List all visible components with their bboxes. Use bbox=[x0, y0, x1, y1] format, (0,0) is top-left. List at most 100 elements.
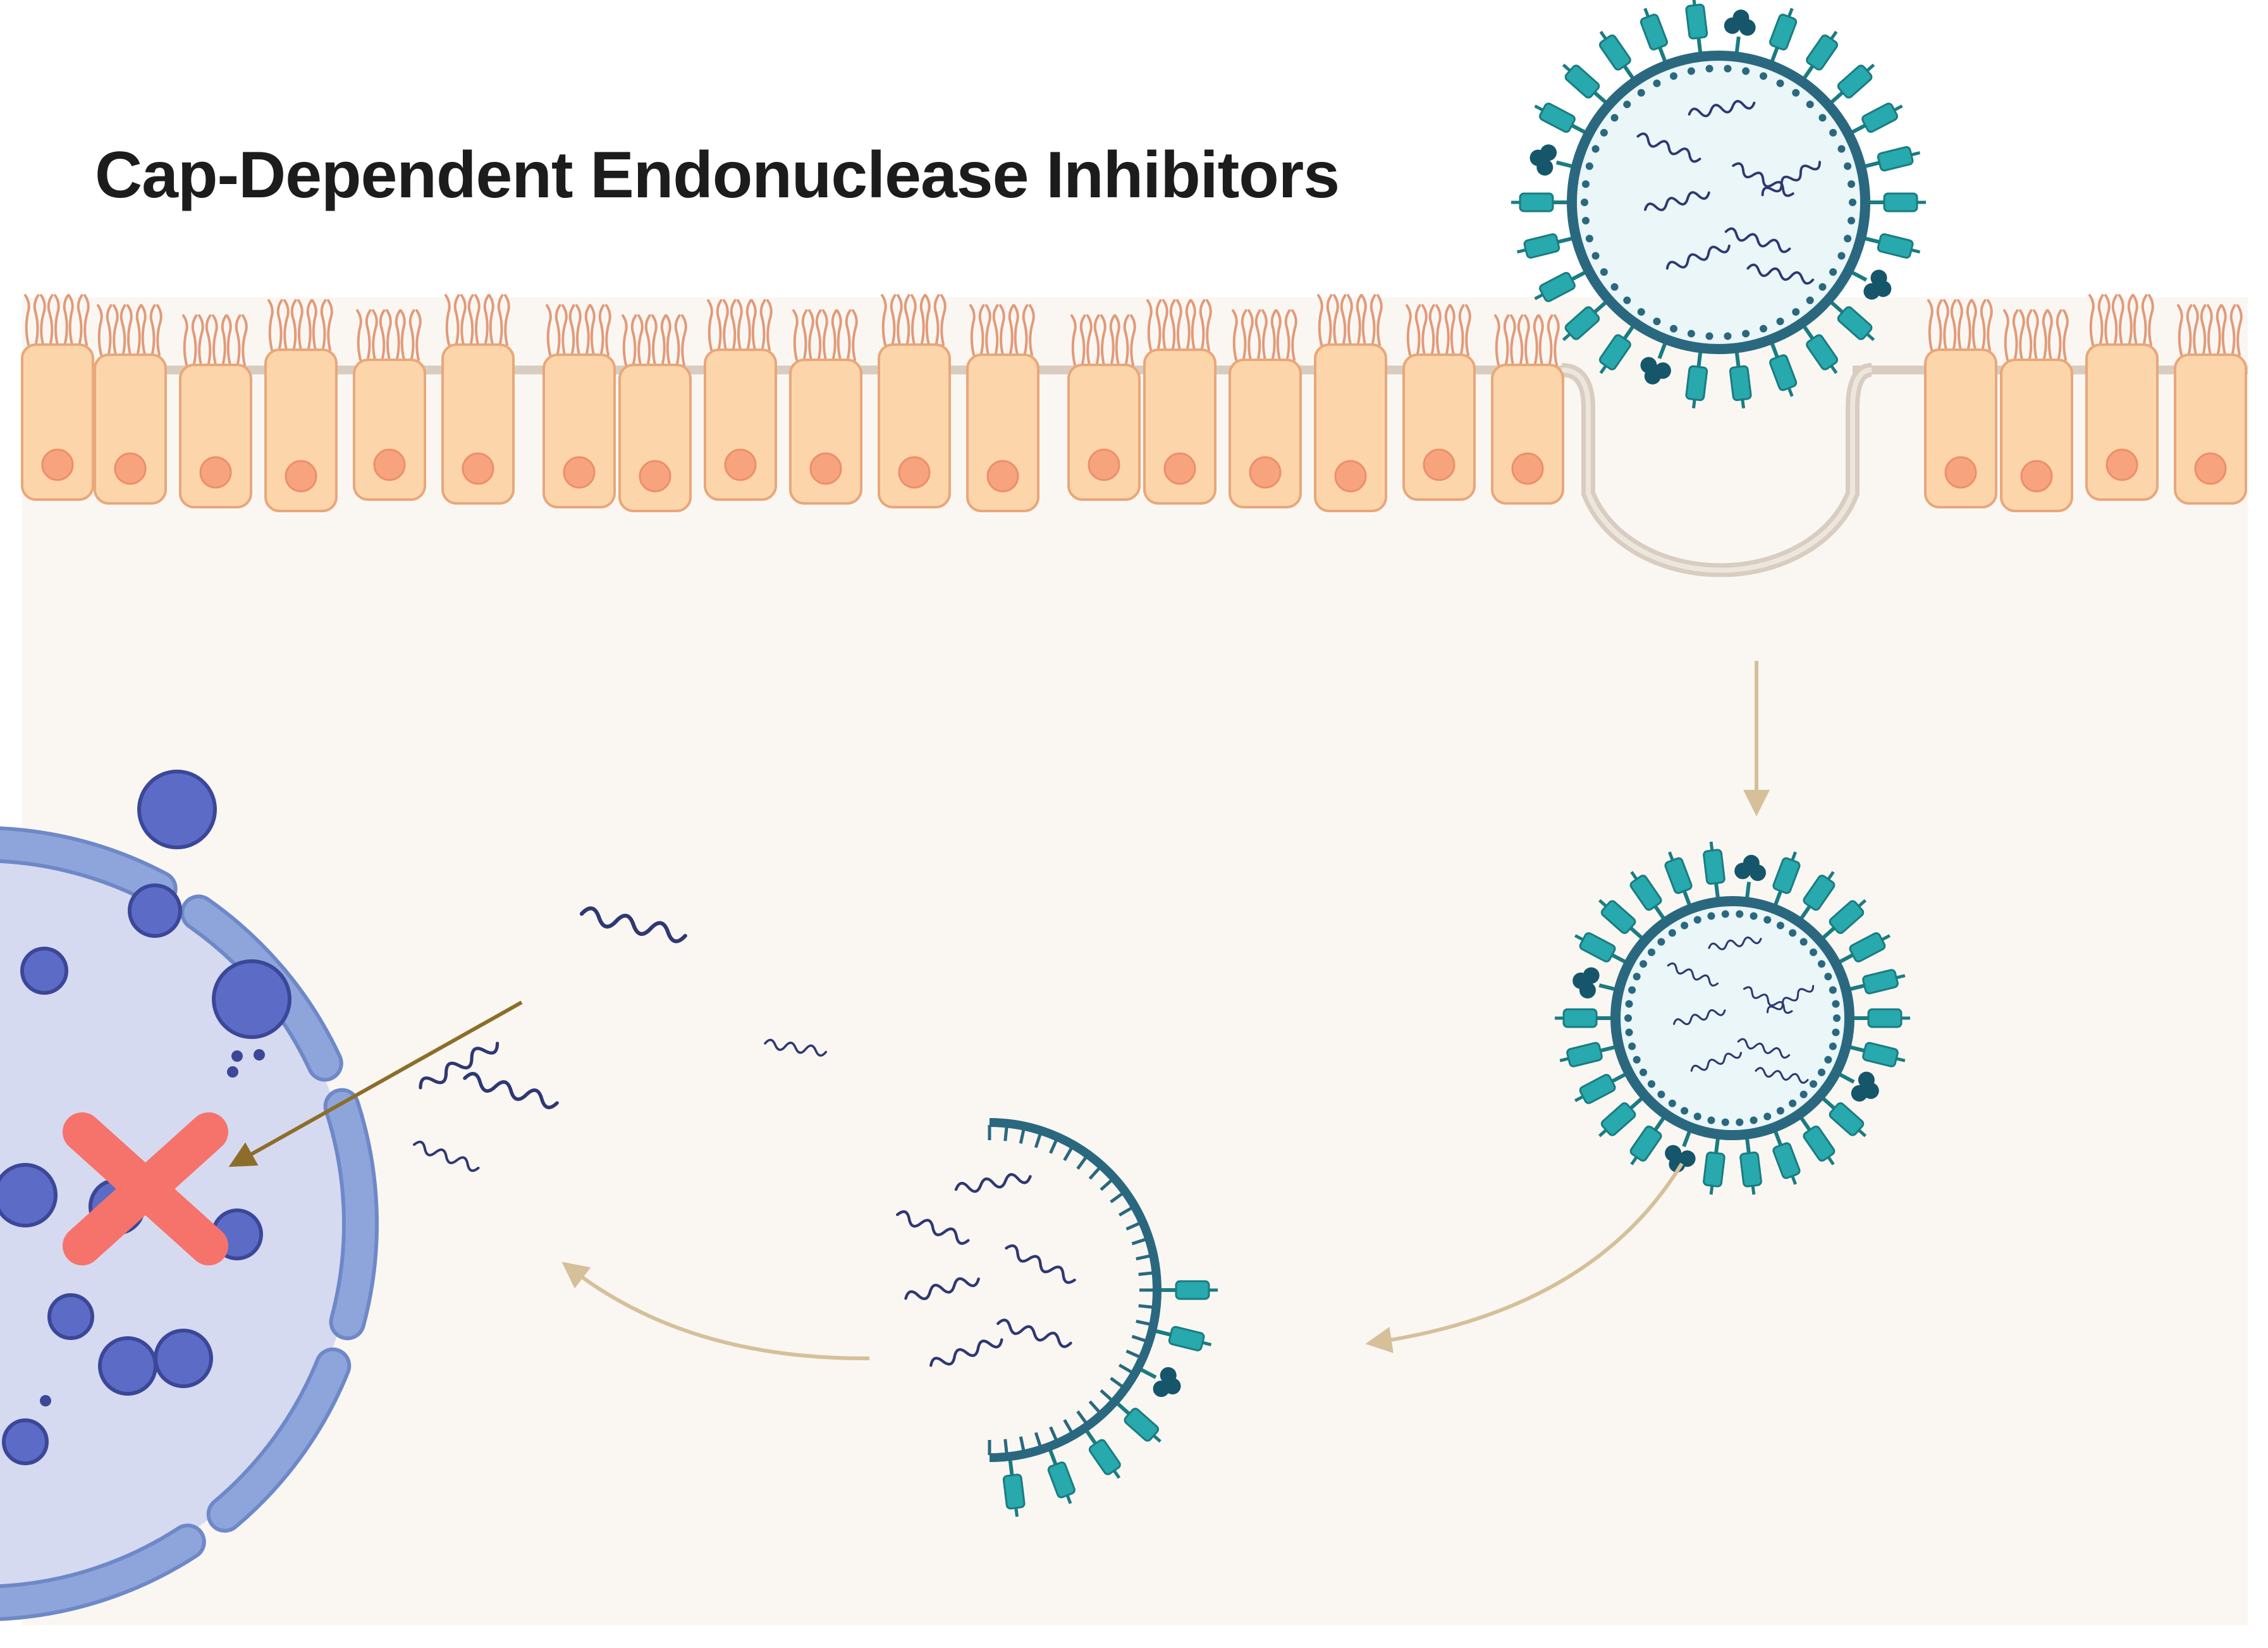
nuclear-body-dot bbox=[40, 1395, 51, 1406]
matrix-protein-dot bbox=[1736, 1118, 1744, 1126]
cilium bbox=[598, 304, 605, 356]
cilium bbox=[120, 304, 126, 356]
nuclear-envelope-segment bbox=[327, 1091, 375, 1337]
cilium bbox=[1458, 304, 1465, 356]
matrix-protein-dot bbox=[1670, 72, 1678, 80]
cilium bbox=[1494, 314, 1500, 366]
cilium bbox=[2097, 294, 2104, 346]
cilium bbox=[1524, 314, 1530, 366]
nuclear-envelope-segment bbox=[0, 830, 174, 904]
cilium bbox=[2193, 304, 2199, 356]
cilium bbox=[415, 309, 422, 361]
cilium bbox=[1376, 294, 1383, 346]
hemagglutinin-spike-icon bbox=[1860, 146, 1921, 172]
cilium bbox=[1317, 294, 1323, 346]
matrix-protein-dot bbox=[1817, 960, 1825, 968]
matrix-protein-dot bbox=[1637, 308, 1645, 316]
cilium bbox=[400, 309, 406, 361]
matrix-protein-dot bbox=[1724, 65, 1732, 73]
nuclear-body-dot bbox=[231, 1050, 243, 1062]
matrix-protein-dot bbox=[1776, 921, 1784, 930]
matrix-protein-dot bbox=[1693, 916, 1701, 924]
lipid-tail bbox=[1136, 1319, 1151, 1326]
lipid-tail bbox=[1034, 1133, 1043, 1148]
inhibition-cross-icon bbox=[63, 1112, 228, 1265]
cilium bbox=[2042, 309, 2049, 361]
matrix-protein-dot bbox=[1829, 1042, 1837, 1050]
cilium bbox=[933, 294, 940, 346]
matrix-protein-dot bbox=[1633, 973, 1641, 981]
cell-nucleus bbox=[41, 448, 74, 481]
cilium bbox=[1093, 314, 1100, 366]
cilium bbox=[290, 299, 297, 351]
diagram-title: Cap-Dependent Endonuclease Inhibitors bbox=[95, 138, 1340, 212]
matrix-protein-dot bbox=[1806, 296, 1814, 304]
matrix-protein-dot bbox=[1776, 1107, 1784, 1115]
matrix-protein-dot bbox=[1653, 79, 1661, 87]
matrix-protein-dot bbox=[1832, 1028, 1840, 1036]
lipid-tail bbox=[1118, 1206, 1134, 1217]
lipid-tail bbox=[1019, 1436, 1026, 1452]
epithelial-cell bbox=[2000, 309, 2073, 512]
cilium bbox=[372, 309, 378, 361]
cilium bbox=[1428, 304, 1435, 356]
cilium bbox=[276, 299, 283, 351]
hemagglutinin-spike-icon bbox=[1629, 1113, 1668, 1165]
cilium bbox=[1356, 294, 1363, 346]
matrix-protein-dot bbox=[1848, 180, 1856, 188]
lipid-tail bbox=[1125, 1350, 1141, 1359]
cilium bbox=[2132, 294, 2138, 346]
cilium bbox=[1086, 314, 1093, 366]
matrix-protein-dot bbox=[1610, 283, 1619, 291]
cilium bbox=[497, 294, 504, 346]
cilium bbox=[1435, 304, 1442, 356]
nuclear-envelope-segment bbox=[210, 1351, 348, 1529]
lipid-tail bbox=[1110, 1377, 1124, 1389]
matrix-protein-dot bbox=[1837, 145, 1846, 153]
matrix-protein-dot bbox=[1750, 1116, 1758, 1124]
matrix-protein-dot bbox=[1824, 1055, 1832, 1064]
lipid-tail bbox=[1136, 1254, 1151, 1261]
matrix-protein-dot bbox=[1628, 1042, 1636, 1050]
cilium bbox=[320, 299, 327, 351]
matrix-protein-dot bbox=[1681, 921, 1689, 930]
hemagglutinin-spike-icon bbox=[1865, 192, 1926, 212]
cilium bbox=[561, 304, 568, 356]
cilium bbox=[226, 314, 232, 366]
epithelial-cell bbox=[1491, 314, 1564, 505]
cilium bbox=[674, 314, 681, 366]
lipid-tail bbox=[1076, 1410, 1088, 1425]
cilium bbox=[1943, 299, 1949, 351]
cilium bbox=[852, 309, 858, 361]
cilium bbox=[83, 294, 90, 346]
epithelial-cell bbox=[789, 309, 862, 505]
matrix-protein-dot bbox=[1628, 986, 1636, 994]
cell-body bbox=[704, 348, 777, 501]
matrix-protein-dot bbox=[1792, 308, 1800, 316]
cilium bbox=[716, 299, 723, 351]
cilium bbox=[1340, 294, 1347, 346]
cilium bbox=[1114, 314, 1120, 366]
cell-body bbox=[878, 343, 951, 508]
lipid-tail bbox=[1003, 1126, 1008, 1141]
hemagglutinin-spike-icon bbox=[1768, 8, 1798, 66]
nuclear-envelope-segment bbox=[0, 1527, 202, 1618]
matrix-protein-dot bbox=[1623, 296, 1631, 304]
cilium bbox=[149, 304, 156, 356]
cilium bbox=[992, 304, 999, 356]
cilium bbox=[707, 299, 713, 351]
matrix-protein-dot bbox=[1625, 1000, 1633, 1008]
neuraminidase-spike-icon bbox=[1572, 967, 1620, 999]
cilium bbox=[54, 294, 60, 346]
nucleolus bbox=[2, 1418, 49, 1465]
cilium bbox=[1347, 294, 1353, 346]
cilium bbox=[1333, 294, 1339, 346]
cilium bbox=[2111, 294, 2118, 346]
cilium bbox=[969, 304, 976, 356]
cell-body bbox=[353, 359, 426, 501]
matrix-protein-dot bbox=[1829, 128, 1837, 137]
matrix-protein-dot bbox=[1799, 1090, 1808, 1098]
cilium bbox=[467, 294, 474, 346]
cilium bbox=[1465, 304, 1471, 356]
matrix-protein-dot bbox=[1600, 128, 1608, 137]
